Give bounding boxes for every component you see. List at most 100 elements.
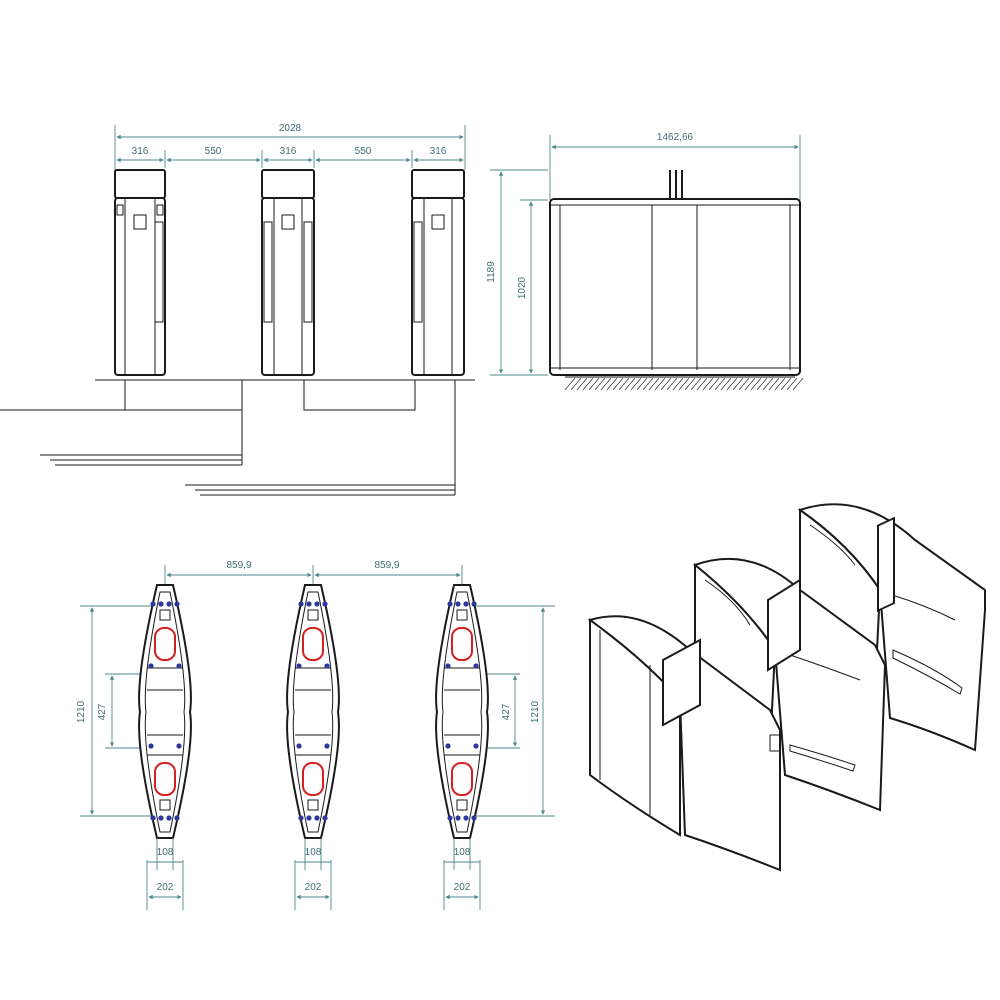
hatch-line (582, 377, 594, 391)
mounting-bolt (158, 815, 164, 821)
front-view: 2028 316 550 316 550 316 (0, 123, 475, 496)
hatch-line (756, 377, 768, 391)
hatch-line (750, 377, 762, 391)
middle-label-right: 427 (501, 703, 512, 720)
hatch-line (636, 377, 648, 391)
mounting-bolt (296, 743, 302, 749)
hatch-line (690, 377, 702, 391)
front-cabinet-right (411, 169, 465, 376)
spacing-label-1: 859,9 (226, 560, 251, 571)
floor-cabling (0, 379, 475, 496)
segment-label-2: 550 (205, 146, 222, 157)
mounting-bolt (314, 815, 320, 821)
hatch-line (666, 377, 678, 391)
top-unit-inner (292, 591, 334, 833)
mounting-bolt (473, 743, 479, 749)
mounting-bolt (174, 815, 180, 821)
isometric-view (587, 503, 986, 872)
total-height-label: 1189 (486, 261, 497, 283)
front-dimensions: 2028 316 550 316 550 316 (114, 123, 466, 170)
side-length-label: 1462,66 (657, 132, 694, 143)
outer-width-label: 202 (454, 882, 471, 893)
segment-label-1: 316 (132, 146, 149, 157)
sensor-block (456, 609, 468, 621)
hatch-line (648, 377, 660, 391)
card-reader-mark (451, 627, 473, 661)
outer-width-label: 202 (157, 882, 174, 893)
hatch-line (708, 377, 720, 391)
mounting-bolt (174, 601, 180, 607)
hatch-line (612, 377, 624, 391)
hatch-line (672, 377, 684, 391)
card-reader-mark (154, 627, 176, 661)
mounting-bolt (314, 601, 320, 607)
outer-width-label: 202 (305, 882, 322, 893)
hatch-line (684, 377, 696, 391)
mounting-bolt (150, 815, 156, 821)
hatch-line (594, 377, 606, 391)
mounting-bolt (445, 743, 451, 749)
mounting-bolt (324, 663, 330, 669)
card-reader-mark (302, 762, 324, 796)
hatch-line (606, 377, 618, 391)
sensor-block (307, 799, 319, 811)
hatch-line (786, 377, 798, 391)
front-cabinet-left (114, 169, 166, 376)
overall-width-label: 2028 (279, 123, 302, 134)
hatch-line (720, 377, 732, 391)
mounting-bolt (322, 815, 328, 821)
hatch-line (630, 377, 642, 391)
hatch-line (726, 377, 738, 391)
mounting-bolt (166, 815, 172, 821)
mounting-bolt (176, 663, 182, 669)
mounting-bolt (166, 601, 172, 607)
mounting-bolt (150, 601, 156, 607)
mounting-bolt (455, 601, 461, 607)
middle-label-left: 427 (97, 703, 108, 720)
mounting-bolt (463, 815, 469, 821)
mounting-bolt (445, 663, 451, 669)
top-view: 859,9 859,9 1210 427 1210 427 1082021082… (76, 560, 555, 910)
mounting-bolt (176, 743, 182, 749)
segment-label-5: 316 (430, 146, 447, 157)
hatch-line (660, 377, 672, 391)
sensor-block (159, 609, 171, 621)
sensor-block (159, 799, 171, 811)
hatch-line (564, 377, 576, 391)
hatch-line (738, 377, 750, 391)
card-reader-mark (451, 762, 473, 796)
mounting-bolt (296, 663, 302, 669)
spacing-label-2: 859,9 (374, 560, 399, 571)
hatch-line (744, 377, 756, 391)
mounting-bolt (447, 601, 453, 607)
mounting-bolt (306, 815, 312, 821)
mounting-bolt (158, 601, 164, 607)
hatch-line (768, 377, 780, 391)
hatch-line (618, 377, 630, 391)
mounting-bolt (447, 815, 453, 821)
hatch-line (780, 377, 792, 391)
hatch-line (570, 377, 582, 391)
mounting-bolt (148, 743, 154, 749)
hatch-line (762, 377, 774, 391)
body-height-label: 1020 (517, 276, 528, 299)
hatch-line (702, 377, 714, 391)
mounting-bolt (455, 815, 461, 821)
mounting-bolt (306, 601, 312, 607)
mounting-bolt (148, 663, 154, 669)
hatch-line (642, 377, 654, 391)
inner-width-label: 108 (305, 847, 322, 858)
mounting-bolt (324, 743, 330, 749)
sensor-block (307, 609, 319, 621)
hatch-line (792, 377, 804, 391)
front-cabinet-middle (261, 169, 315, 376)
mounting-bolt (322, 601, 328, 607)
mounting-bolt (471, 815, 477, 821)
side-dimensions: 1462,66 1189 1020 (486, 132, 801, 376)
hatch-line (624, 377, 636, 391)
length-label-right: 1210 (530, 700, 541, 723)
mounting-bolt (473, 663, 479, 669)
